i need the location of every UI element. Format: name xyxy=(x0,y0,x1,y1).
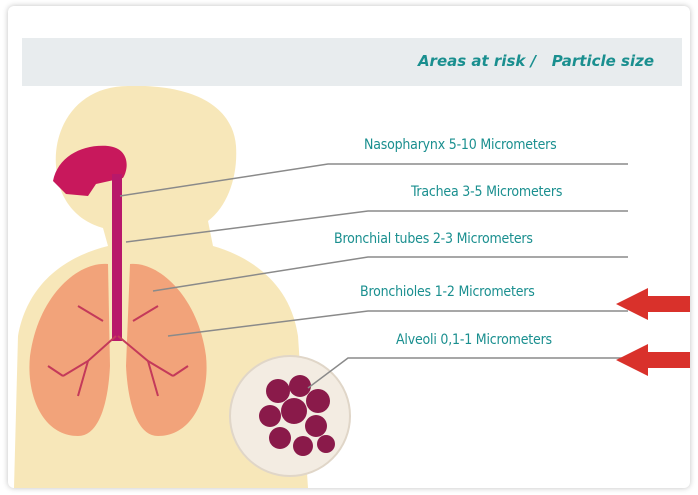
label-bronchioles: Bronchioles 1-2 Micrometers xyxy=(360,284,535,300)
trachea xyxy=(112,174,122,341)
label-nasopharynx: Nasopharynx 5-10 Micrometers xyxy=(364,137,556,153)
diagram-card: Areas at risk / Particle size Nasopharyn… xyxy=(8,6,690,488)
header-band: Areas at risk / Particle size xyxy=(22,38,682,86)
leader-line-alveoli xyxy=(308,358,628,388)
arrow-alveoli xyxy=(616,344,690,376)
highlight-arrows xyxy=(616,288,690,376)
label-alveoli: Alveoli 0,1-1 Micrometers xyxy=(396,332,552,348)
label-trachea: Trachea 3-5 Micrometers xyxy=(411,184,562,200)
label-bronchial-tubes: Bronchial tubes 2-3 Micrometers xyxy=(334,231,533,247)
arrow-bronchioles xyxy=(616,288,690,320)
header-title: Areas at risk / Particle size xyxy=(418,52,654,70)
